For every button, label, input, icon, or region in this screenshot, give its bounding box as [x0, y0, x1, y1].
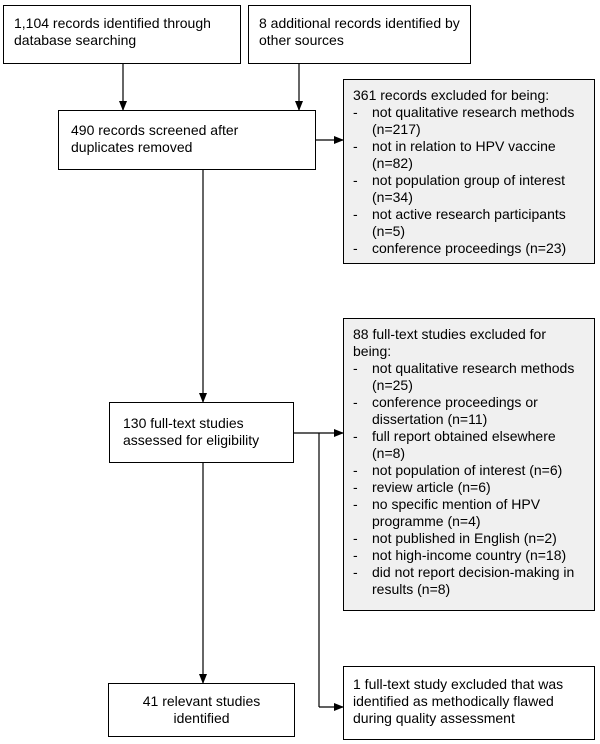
fulltext-exclusions-heading: 88 full-text studies excluded for being:	[353, 326, 546, 359]
screening-exclusions-list: not qualitative research methods (n=217)…	[353, 104, 585, 257]
list-item: conference proceedings or dissertation (…	[353, 394, 585, 428]
screening-exclusions-heading: 361 records excluded for being:	[353, 87, 550, 103]
list-item: not population of interest (n=6)	[353, 462, 585, 479]
relevant-studies-text: 41 relevant studies identified	[142, 693, 261, 726]
list-item: not high-income country (n=18)	[353, 547, 585, 564]
list-item: not qualitative research methods (n=25)	[353, 360, 585, 394]
additional-records-text: 8 additional records identified by other…	[259, 15, 460, 48]
box-records-screened: 490 records screened after duplicates re…	[58, 110, 316, 170]
list-item: not qualitative research methods (n=217)	[353, 104, 585, 138]
list-item: conference proceedings (n=23)	[353, 240, 585, 257]
box-fulltext-exclusions: 88 full-text studies excluded for being:…	[343, 318, 595, 611]
box-database-records: 1,104 records identified through databas…	[3, 5, 241, 64]
list-item: did not report decision-making in result…	[353, 564, 585, 598]
quality-exclusion-text: 1 full-text study excluded that was iden…	[353, 676, 564, 726]
box-additional-records: 8 additional records identified by other…	[248, 5, 471, 64]
box-quality-exclusion: 1 full-text study excluded that was iden…	[343, 666, 595, 740]
list-item: review article (n=6)	[353, 479, 585, 496]
fulltext-exclusions-list: not qualitative research methods (n=25) …	[353, 360, 585, 598]
list-item: not in relation to HPV vaccine (n=82)	[353, 138, 585, 172]
list-item: not published in English (n=2)	[353, 530, 585, 547]
box-fulltext-assessed: 130 full-text studies assessed for eligi…	[109, 402, 294, 463]
fulltext-assessed-text: 130 full-text studies assessed for eligi…	[123, 415, 260, 448]
list-item: no specific mention of HPV programme (n=…	[353, 496, 585, 530]
box-relevant-studies: 41 relevant studies identified	[108, 683, 295, 737]
records-screened-text: 490 records screened after duplicates re…	[71, 122, 239, 155]
list-item: not population group of interest (n=34)	[353, 172, 585, 206]
list-item: full report obtained elsewhere (n=8)	[353, 428, 585, 462]
box-screening-exclusions: 361 records excluded for being: not qual…	[343, 79, 595, 264]
database-records-text: 1,104 records identified through databas…	[14, 15, 211, 48]
list-item: not active research participants (n=5)	[353, 206, 585, 240]
